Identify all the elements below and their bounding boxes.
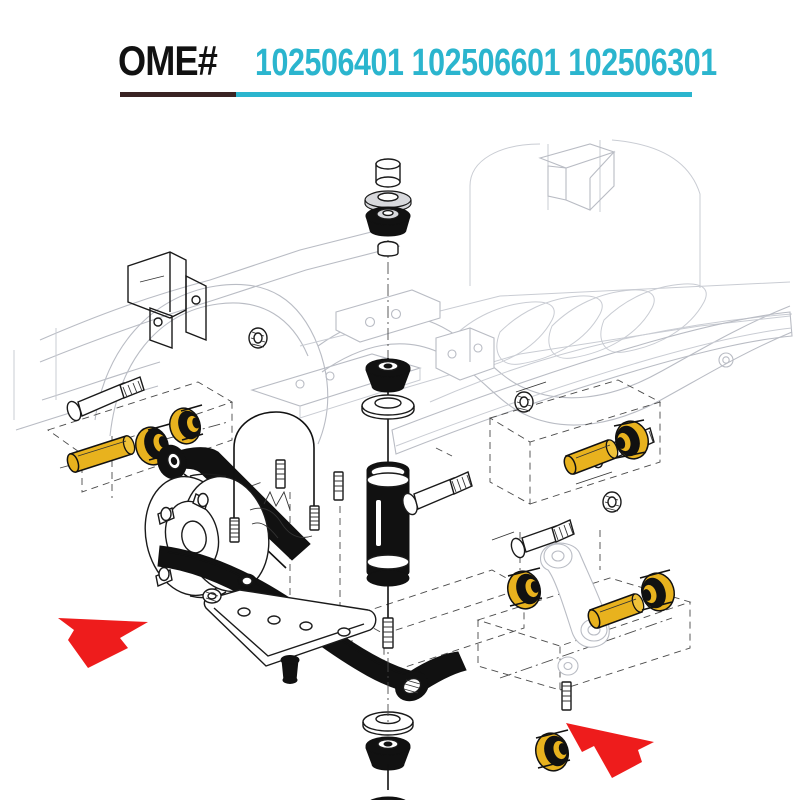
- right-lower-bushing-assembly: [535, 569, 675, 772]
- header-rule-dark: [120, 92, 236, 97]
- lower-bushing-upper: [365, 736, 411, 771]
- u-bolt: [229, 411, 320, 543]
- nut-left-upper: [248, 327, 268, 349]
- shock-upper-retainer: [377, 240, 399, 257]
- nut-right-upper: [514, 391, 534, 413]
- left-red-arrow: [58, 618, 148, 668]
- nut-right-mid: [602, 491, 622, 513]
- shock-top-nut: [375, 158, 401, 188]
- shock-mount-bolt: [402, 471, 473, 516]
- shock-body: [366, 461, 410, 587]
- part-number-list: 102506401 102506601 102506301: [255, 42, 717, 84]
- vehicle-body-ghost: [13, 139, 793, 455]
- shock-lower-bushing-upper: [365, 358, 411, 393]
- right-lower-sleeve: [587, 593, 645, 629]
- right-upper-sleeve: [563, 439, 619, 475]
- right-lower-bushing-upper: [639, 569, 675, 612]
- right-upper-bushing-outer: [613, 419, 649, 460]
- page-title: OME#: [118, 37, 218, 84]
- shock-washer-cup: [361, 394, 415, 420]
- header: OME# 102506401 102506601 102506301: [0, 0, 800, 120]
- header-rule-accent: [236, 92, 692, 97]
- left-link-bolt: [66, 376, 145, 422]
- right-upper-bushing-inner: [507, 567, 543, 610]
- lower-shock-mount-stack: [362, 660, 414, 800]
- leaf-spring-eye: [395, 651, 467, 702]
- left-sleeve: [66, 435, 136, 473]
- shock-upper-bushing: [365, 206, 411, 237]
- shock-lower-thread: [382, 617, 394, 649]
- left-bushing-rear: [169, 404, 204, 445]
- spring-plate: [202, 588, 377, 684]
- spring-plate-centre-bolt: [280, 655, 300, 684]
- right-lower-bushing-lower: [535, 729, 571, 772]
- header-title-row: OME# 102506401 102506601 102506301: [118, 37, 800, 84]
- bolt-right-lower: [510, 519, 575, 559]
- right-red-arrow: [566, 723, 654, 778]
- right-upper-bushing-assembly: [507, 419, 649, 711]
- diagram-canvas: [0, 100, 800, 800]
- shock-absorber-assembly: [361, 158, 473, 649]
